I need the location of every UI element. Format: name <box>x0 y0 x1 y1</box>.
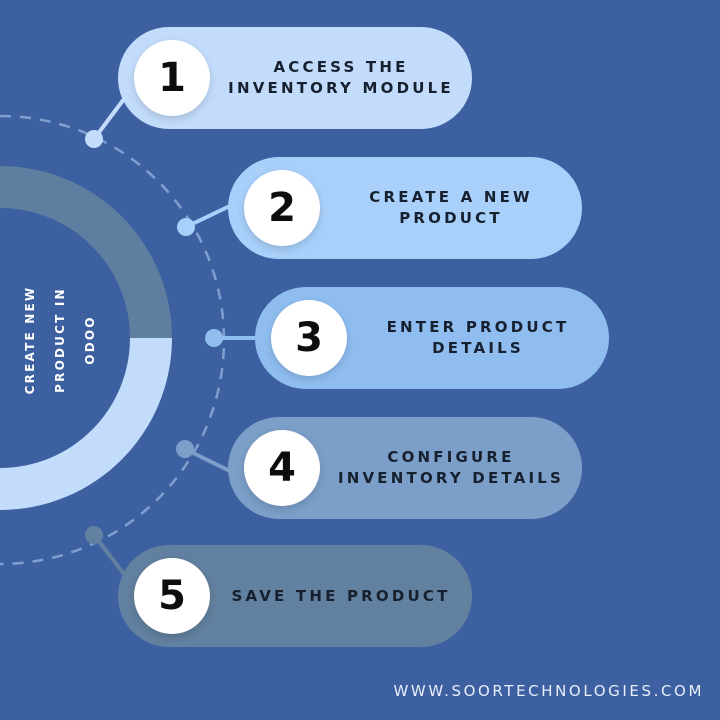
step-1-label: ACCESS THE INVENTORY MODULE <box>222 27 460 129</box>
website-url: WWW.SOORTECHNOLOGIES.COM <box>393 682 704 700</box>
side-title-line-3: ODOO <box>83 315 97 365</box>
step-4-number-badge: 4 <box>244 430 320 506</box>
step-4-line-2: INVENTORY DETAILS <box>337 469 565 487</box>
step-1-line-2: INVENTORY MODULE <box>228 79 454 97</box>
step-3-line-2: DETAILS <box>432 339 524 357</box>
step-2-line-1: CREATE A NEW <box>369 188 533 206</box>
connector-2 <box>185 201 237 229</box>
step-2-label: CREATE A NEW PRODUCT <box>332 157 570 259</box>
side-title-line-1: CREATE NEW <box>23 285 37 395</box>
step-1-number-badge: 1 <box>134 40 210 116</box>
step-3-number: 3 <box>295 315 323 361</box>
dashed-arc <box>0 114 226 566</box>
step-5-line-1: SAVE THE PRODUCT <box>231 586 451 605</box>
connector-dot-3 <box>205 329 223 347</box>
step-5-number: 5 <box>158 573 186 619</box>
step-2-number: 2 <box>268 185 296 231</box>
step-2-number-badge: 2 <box>244 170 320 246</box>
step-4-pill: 4 CONFIGURE INVENTORY DETAILS <box>228 417 582 519</box>
step-1-line-1: ACCESS THE <box>273 58 409 76</box>
step-3-label: ENTER PRODUCT DETAILS <box>359 287 597 389</box>
step-4-line-1: CONFIGURE <box>387 448 515 466</box>
step-1-number: 1 <box>158 55 186 101</box>
step-4-label: CONFIGURE INVENTORY DETAILS <box>332 417 570 519</box>
step-4-number: 4 <box>268 445 296 491</box>
step-2-pill: 2 CREATE A NEW PRODUCT <box>228 157 582 259</box>
step-3-pill: 3 ENTER PRODUCT DETAILS <box>255 287 609 389</box>
connector-4 <box>184 447 235 475</box>
step-5-label: SAVE THE PRODUCT <box>222 545 460 647</box>
step-5-pill: 5 SAVE THE PRODUCT <box>118 545 472 647</box>
ring-top-half <box>0 166 172 338</box>
step-5-number-badge: 5 <box>134 558 210 634</box>
connector-dot-5 <box>85 526 103 544</box>
step-3-number-badge: 3 <box>271 300 347 376</box>
side-title-line-2: PRODUCT IN <box>53 287 67 393</box>
connector-dot-4 <box>176 440 194 458</box>
ring-bottom-half <box>0 338 172 510</box>
connector-dot-2 <box>177 218 195 236</box>
step-1-pill: 1 ACCESS THE INVENTORY MODULE <box>118 27 472 129</box>
step-2-line-2: PRODUCT <box>399 209 503 227</box>
connector-dot-1 <box>85 130 103 148</box>
step-3-line-1: ENTER PRODUCT <box>386 318 570 336</box>
